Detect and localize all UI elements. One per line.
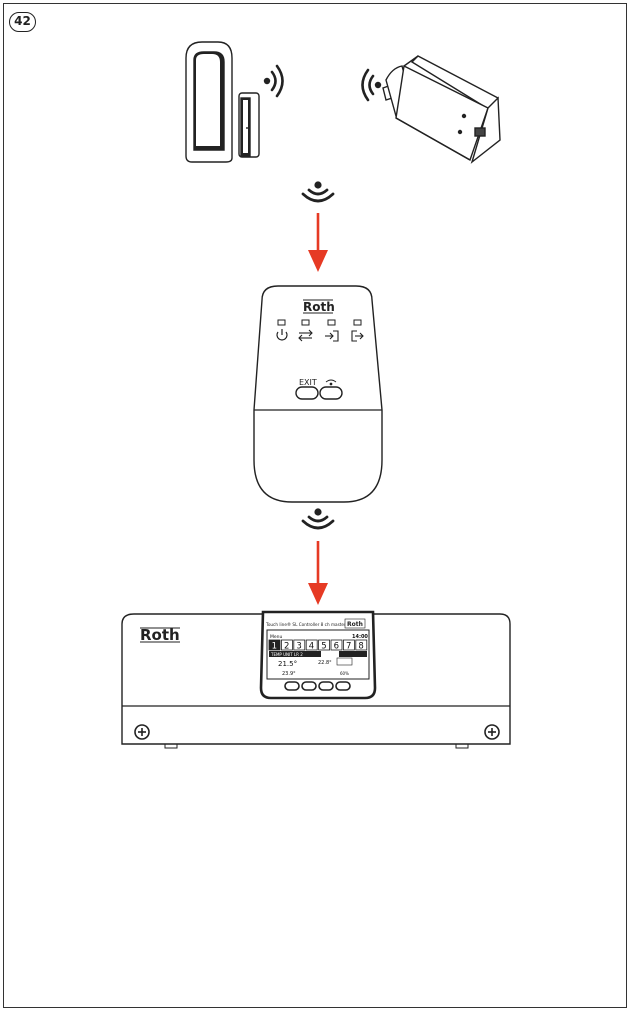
controller-screen-title: Touch line® SL Controller 8 ch master [265,622,346,627]
lcd-channel-box [293,639,306,651]
wireless-gateway: Roth [253,285,383,503]
sensor-wireless-signal-icon [263,64,284,98]
signal-arrow-top [308,213,328,272]
exit-button[interactable] [295,386,319,400]
lcd-channel-number: 6 [334,642,339,652]
downlink-signal-icon-bottom [301,508,335,530]
lcd-channel-number: 4 [309,642,314,652]
lcd-channel-number: 7 [346,642,351,652]
exit-button-label: EXIT [299,378,317,387]
lcd-channel-box [318,639,331,651]
page-frame [3,3,627,1008]
lcd-channel-number: 3 [296,642,301,652]
lcd-channel-box [280,639,293,651]
pairing-button[interactable] [319,386,343,400]
lcd-channel-box [268,639,281,651]
login-icon [325,330,339,342]
lcd-menu-label: Menu [270,634,283,640]
module-brand-logo: Roth [347,621,363,628]
controller-module-logo [344,618,366,629]
master-controller: Roth Touch line® SL Controller 8 ch mast… [121,610,511,749]
window-contact-sensor [185,41,260,163]
lcd-channel-number: 2 [284,642,289,652]
radiator-thermostat-head [382,55,501,164]
power-icon [276,329,288,341]
lcd-channel-number: 1 [272,642,277,652]
pairing-icon [325,379,337,386]
lcd-channel-box [330,639,343,651]
figure-number-badge: 42 [9,12,36,32]
gateway-brand-logo: Roth [303,300,335,314]
lcd-floor-temp: 23.9° [282,671,296,677]
controller-button-row [284,681,351,691]
downlink-signal-icon-top [301,181,335,203]
lcd-channel-box [305,639,318,651]
lcd-channel-box [355,639,368,651]
lcd-time: 14:00 [352,634,368,640]
controller-button-3[interactable] [318,681,334,691]
controller-button-2[interactable] [301,681,317,691]
thermostat-wireless-signal-icon [361,68,382,102]
lcd-channel-number: 5 [321,642,326,652]
controller-button-4[interactable] [335,681,351,691]
signal-arrow-bottom [308,541,328,605]
lcd-measured-temp: 22.8° [318,660,332,666]
lcd-mode-label: TEMP UNIT LR 2 [270,652,303,657]
lcd-set-temp: 21.5° [278,660,297,668]
logout-icon [351,330,364,342]
transfer-icon [298,329,313,342]
lcd-humidity: 60% [340,671,349,676]
controller-brand-logo: Roth [140,626,180,644]
lcd-channel-number: 8 [358,642,363,652]
lcd-channel-box [342,639,355,651]
screw-left-icon [134,724,150,740]
controller-button-1[interactable] [284,681,300,691]
screw-right-icon [484,724,500,740]
